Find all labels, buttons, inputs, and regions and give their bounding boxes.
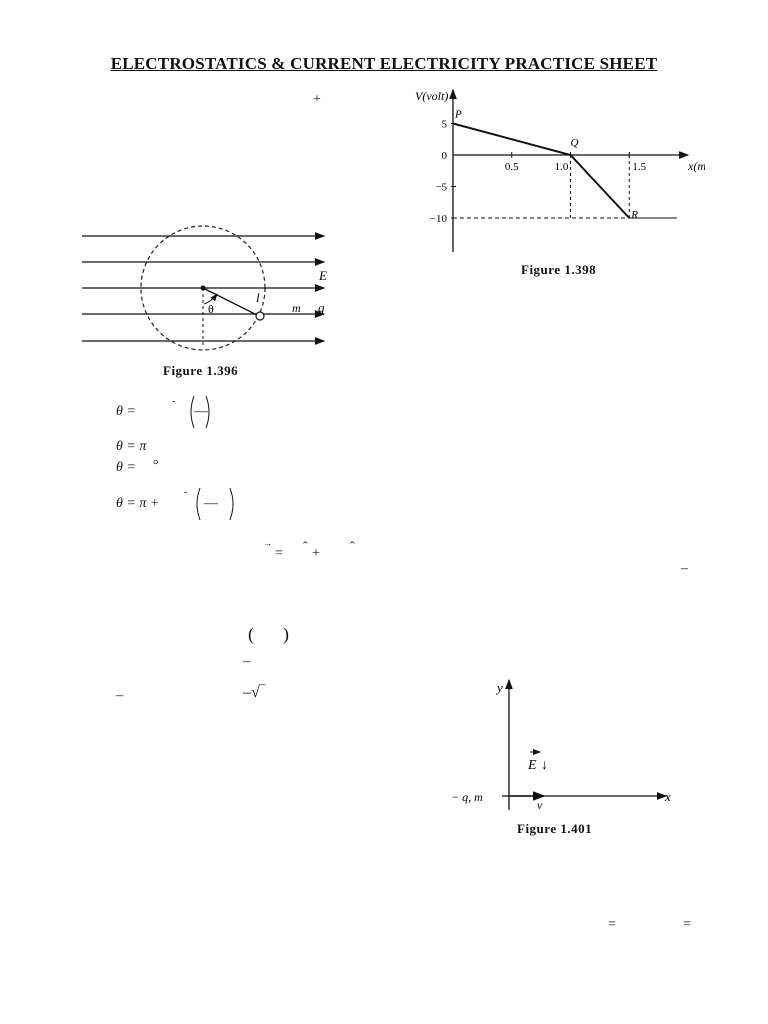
figure-caption-396: Figure 1.396 xyxy=(163,363,239,378)
option-1-minus: - xyxy=(172,396,176,407)
x-tick-label: 0.5 xyxy=(505,161,519,173)
option-4-lhs: θ = π + xyxy=(116,496,160,511)
figure-pendulum-diagram: E l θ m q xyxy=(82,225,327,351)
label-mass: m xyxy=(292,301,301,315)
label-field-vector: E xyxy=(527,758,537,773)
label-angle: θ xyxy=(208,302,214,316)
plus-fragment: + xyxy=(313,92,321,107)
sqrt-fragment: –√‾ xyxy=(243,684,266,701)
y-axis-label: V(volt) xyxy=(415,89,448,103)
right-dash-fragment: – xyxy=(681,561,688,576)
field-down-arrow: ↓ xyxy=(541,758,548,773)
option-2: θ = π xyxy=(116,439,147,454)
label-charge: q xyxy=(318,300,325,315)
vector-hat-1: ˆ xyxy=(303,540,308,555)
x-axis-label: x(m) xyxy=(687,159,705,173)
x-tick-label: 1.5 xyxy=(632,161,646,173)
vector-equals: = xyxy=(275,546,283,561)
equals-fragment-2: = xyxy=(683,917,691,932)
y-tick-label: −5 xyxy=(435,182,447,194)
vector-arrow: → xyxy=(263,538,272,548)
point-label-q: Q xyxy=(571,137,579,149)
option-4-bar: — xyxy=(204,496,218,511)
y-tick-label: −10 xyxy=(430,213,448,225)
point-label-r: R xyxy=(630,209,638,221)
option-1-lhs: θ = xyxy=(116,404,136,419)
point-label-p: P xyxy=(454,109,462,121)
dash-left-fragment: – xyxy=(116,688,123,703)
vector-hat-2: ˆ xyxy=(350,540,355,555)
potential-series-line xyxy=(452,122,630,219)
x-tick-label: 1.0 xyxy=(555,161,569,173)
figure-caption-398: Figure 1.398 xyxy=(521,262,597,277)
label-length: l xyxy=(256,290,260,305)
figure-caption-401: Figure 1.401 xyxy=(517,821,593,836)
equals-fragment-1: = xyxy=(608,917,616,932)
option-1-paren xyxy=(190,395,210,429)
dash-fragment: – xyxy=(243,654,250,669)
option-3-lhs: θ = xyxy=(116,460,136,475)
vector-plus: + xyxy=(312,546,320,561)
option-4-paren xyxy=(196,487,234,521)
paren-close: ) xyxy=(283,624,289,644)
label-particle: − q, m xyxy=(451,790,483,804)
figure-particle-diagram: y x E ↓ − q, m v xyxy=(451,678,671,812)
option-1-bar: — xyxy=(194,404,208,419)
page-title: ELECTROSTATICS & CURRENT ELECTRICITY PRA… xyxy=(110,54,658,73)
figure-potential-graph: 5 0 −5 −10 0.5 1.0 1.5 V(volt) x(m) P Q R xyxy=(415,88,705,252)
label-y-axis: y xyxy=(495,680,503,695)
option-4-minus: - xyxy=(184,487,188,498)
label-velocity: v xyxy=(537,798,543,812)
y-tick-label: 0 xyxy=(442,150,448,162)
paren-open: ( xyxy=(248,624,254,644)
y-tick-label: 5 xyxy=(442,119,448,131)
label-x-axis: x xyxy=(664,789,671,804)
option-3-degree: ° xyxy=(153,458,159,473)
label-field-e: E xyxy=(318,268,327,283)
